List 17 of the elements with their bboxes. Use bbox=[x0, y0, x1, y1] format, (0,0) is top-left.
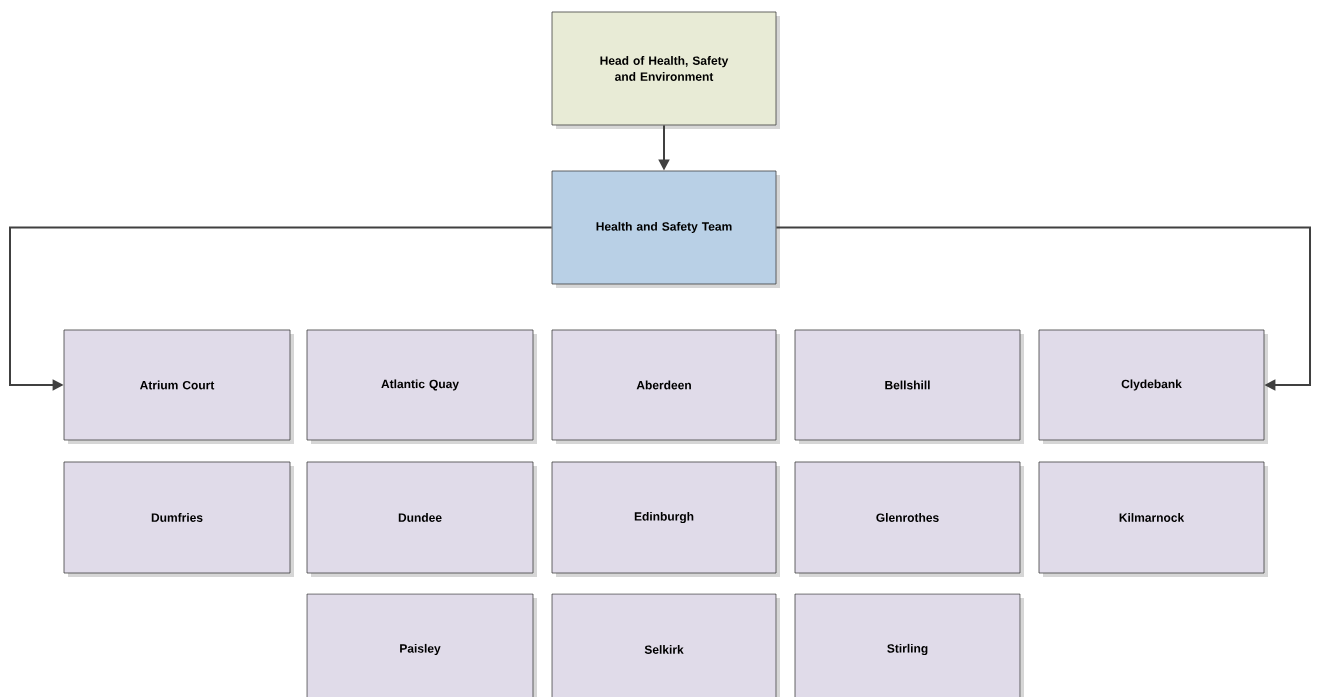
site-box: Paisley bbox=[306, 593, 537, 697]
site-box: Aberdeen bbox=[551, 329, 780, 444]
site-box: Stirling bbox=[794, 593, 1024, 697]
role-box: Head of Health, Safety and Environment bbox=[551, 11, 780, 129]
site-box: Edinburgh bbox=[551, 461, 780, 577]
site-box: Selkirk bbox=[551, 593, 780, 697]
site-box: Bellshill bbox=[794, 329, 1024, 444]
site-box: Dundee bbox=[306, 461, 537, 577]
site-box: Atrium Court bbox=[63, 329, 294, 444]
site-box: Clydebank bbox=[1038, 329, 1268, 444]
site-box: Kilmarnock bbox=[1038, 461, 1268, 577]
team-box: Health and Safety Team bbox=[551, 170, 780, 288]
arrow bbox=[9, 226, 553, 391]
site-box: Glenrothes bbox=[794, 461, 1024, 577]
arrow bbox=[775, 226, 1311, 391]
site-box: Atlantic Quay bbox=[306, 329, 537, 444]
site-box: Dumfries bbox=[63, 461, 294, 577]
